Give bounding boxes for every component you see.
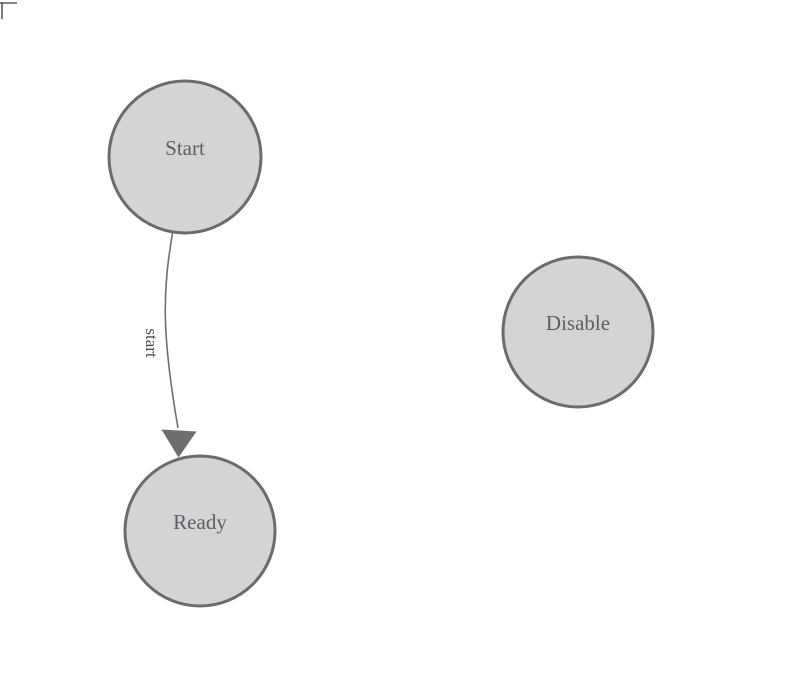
edge-layer: start [142, 232, 197, 458]
node-disable[interactable]: Disable [501, 255, 655, 409]
edge-label-start: start [142, 328, 161, 358]
node-disable-circle[interactable] [501, 255, 655, 409]
node-disable-label: Disable [546, 311, 610, 335]
node-start[interactable]: Start [107, 79, 263, 235]
node-start-circle[interactable] [107, 79, 263, 235]
node-ready-label: Ready [173, 510, 227, 534]
node-layer: Start Ready Disable [107, 79, 655, 608]
edge-arrowhead-icon [161, 429, 197, 458]
crop-corner-marker-icon [0, 2, 17, 19]
node-ready-circle[interactable] [123, 454, 277, 608]
edge-line[interactable] [164, 232, 179, 429]
node-ready[interactable]: Ready [123, 454, 277, 608]
node-start-label: Start [165, 136, 205, 160]
edge-start-to-ready[interactable]: start [142, 232, 197, 458]
